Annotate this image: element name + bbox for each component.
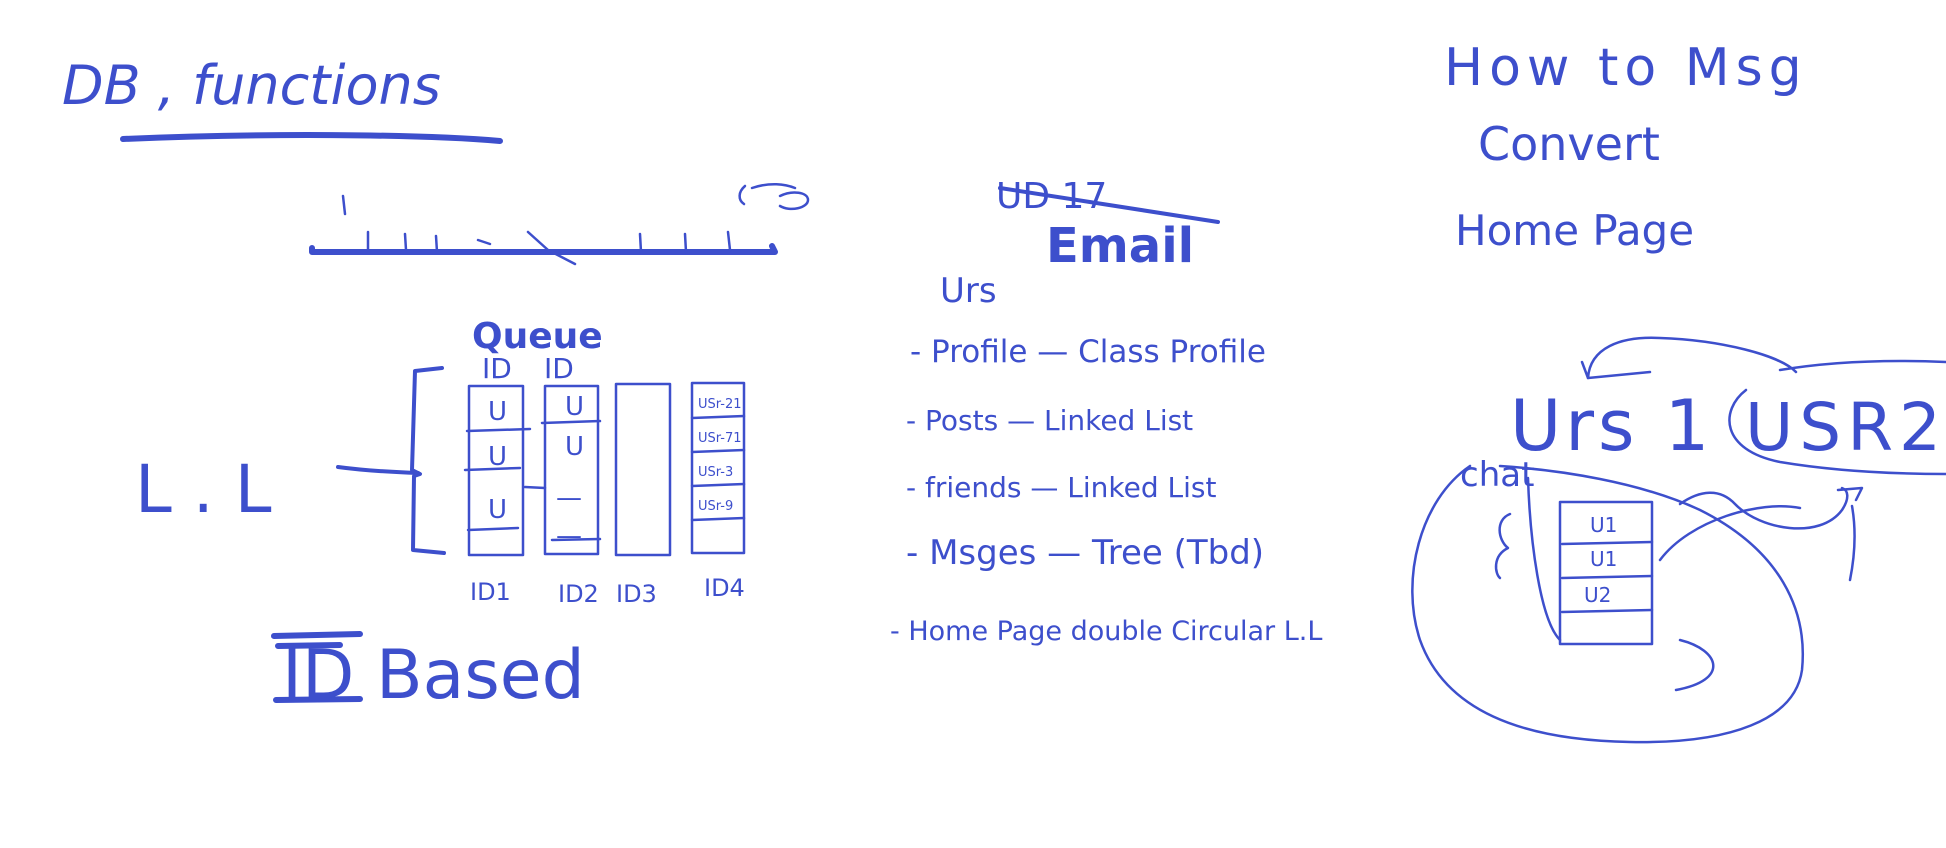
chat-stack-0: U1 bbox=[1590, 513, 1617, 537]
cell-id4-2: USr-3 bbox=[698, 465, 733, 480]
list-item-profile: - Profile — Class Profile bbox=[910, 334, 1266, 370]
list-item-homepage: - Home Page double Circular L.L bbox=[890, 616, 1322, 647]
id-based-strike bbox=[271, 631, 363, 703]
chat-stack-2: U2 bbox=[1584, 583, 1611, 607]
ll-arrow bbox=[336, 465, 420, 475]
queue-id-header-2: ID bbox=[544, 352, 574, 385]
crossed-line bbox=[998, 186, 1220, 224]
list-item-friends: - friends — Linked List bbox=[906, 471, 1216, 504]
list-item-msges: - Msges — Tree (Tbd) bbox=[906, 533, 1264, 573]
board-title: DB , functions bbox=[62, 54, 441, 117]
queue-id-header-1: ID bbox=[482, 352, 512, 385]
note-how-to-msg: How to Msg bbox=[1444, 38, 1808, 98]
title-underline bbox=[120, 132, 503, 144]
user-bubble-2: USR2 bbox=[1745, 389, 1946, 466]
ll-label: L . L bbox=[135, 451, 272, 528]
email-label: Email bbox=[1046, 218, 1194, 274]
cell-id1-2: U bbox=[488, 495, 507, 525]
column-id1: U U U ID1 bbox=[463, 384, 532, 606]
cell-id1-0: U bbox=[488, 397, 507, 427]
label-id1: ID1 bbox=[470, 578, 511, 606]
chat-stack-1: U1 bbox=[1590, 547, 1617, 571]
column-id2: U U — — ID2 bbox=[523, 384, 602, 608]
cell-id4-3: USr-9 bbox=[698, 499, 733, 514]
queue-label: Queue bbox=[472, 316, 603, 357]
cell-id2-0: U bbox=[565, 392, 584, 422]
cell-id1-1: U bbox=[488, 442, 507, 472]
column-id4: USr-21 USr-71 USr-3 USr-9 ID4 bbox=[690, 381, 746, 602]
label-id3: ID3 bbox=[616, 580, 657, 608]
cell-id2-3: — bbox=[556, 521, 582, 551]
cell-id2-2: — bbox=[556, 483, 582, 513]
list-heading: Urs bbox=[940, 271, 997, 311]
column-id3: ID3 bbox=[614, 382, 672, 608]
user-bubbles-diagram: Urs 1 USR2 chat U1 U1 U2 bbox=[1411, 336, 1946, 744]
user-bubble-1: Urs 1 bbox=[1510, 385, 1713, 467]
label-id4: ID4 bbox=[704, 574, 745, 602]
list-item-posts: - Posts — Linked List bbox=[906, 404, 1193, 437]
id-based-label: ID Based bbox=[282, 636, 585, 715]
cell-id4-0: USr-21 bbox=[698, 397, 742, 412]
label-id2: ID2 bbox=[558, 580, 599, 608]
chat-label: chat bbox=[1460, 455, 1534, 495]
note-home-page: Home Page bbox=[1455, 206, 1694, 255]
ll-brace bbox=[410, 366, 446, 555]
timeline-sketch bbox=[309, 183, 810, 266]
cell-id4-1: USr-71 bbox=[698, 431, 742, 446]
note-convert: Convert bbox=[1478, 117, 1660, 171]
cell-id2-1: U bbox=[565, 432, 584, 462]
